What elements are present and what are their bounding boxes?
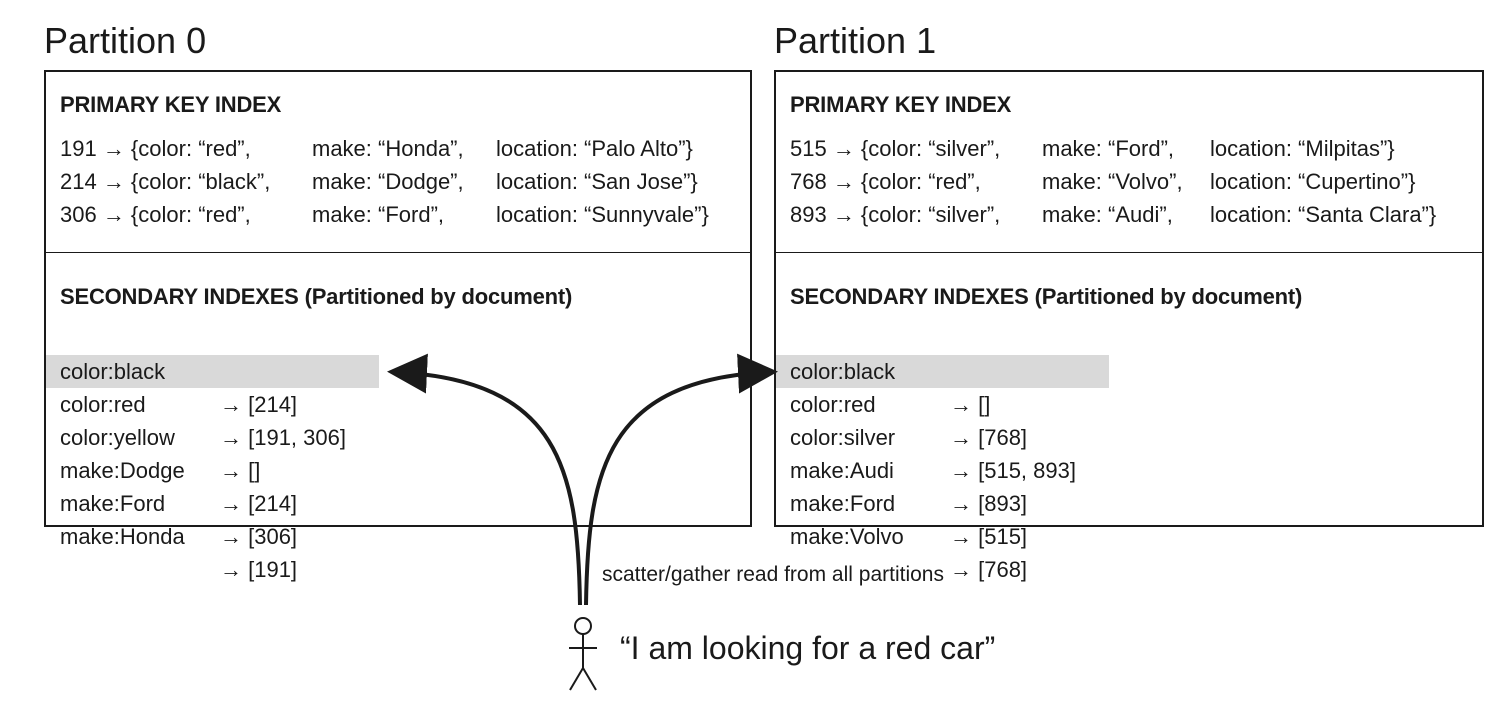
primary-row: 214 → {color: “black”, make: “Dodge”, lo…	[60, 165, 698, 198]
secondary-row-highlighted: color:red → [191, 306]	[60, 355, 346, 450]
secondary-row-value: → [515]	[950, 524, 1028, 549]
arrow-to-partition-0	[387, 353, 582, 606]
secondary-row-value: → [893]	[950, 491, 1028, 516]
secondary-row-key: make:Volvo	[790, 524, 904, 549]
user-stick-figure-icon	[569, 617, 597, 691]
secondary-row: make:Ford → [306]	[60, 454, 297, 549]
secondary-row-key: color:silver	[790, 425, 896, 450]
secondary-row: color:black → [214]	[60, 322, 297, 417]
primary-row: 768 → {color: “red”, make: “Volvo”, loca…	[790, 165, 1415, 198]
primary-row-make: make: “Honda”,	[312, 136, 464, 161]
primary-row-location: location: “San Jose”}	[496, 169, 698, 194]
secondary-row-value: → [191, 306]	[220, 425, 346, 450]
secondary-indexes-heading: SECONDARY INDEXES (Partitioned by docume…	[60, 284, 573, 309]
secondary-row: make:Volvo → [768]	[790, 487, 1027, 582]
secondary-row-key: make:Dodge	[60, 458, 185, 483]
secondary-row: make:Audi → [893]	[790, 421, 1027, 516]
secondary-row: color:silver → [515, 893]	[790, 388, 1076, 483]
secondary-row-key: color:red	[790, 392, 876, 417]
secondary-row-key: color:black	[790, 359, 896, 384]
secondary-row-key: make:Audi	[790, 458, 894, 483]
partition-1-box: PRIMARY KEY INDEX 515 → {color: “silver”…	[774, 70, 1484, 582]
primary-key-index-heading: PRIMARY KEY INDEX	[790, 92, 1012, 117]
primary-row: 515 → {color: “silver”, make: “Ford”, lo…	[790, 132, 1395, 165]
primary-row-id: 768 → {color: “red”,	[790, 169, 981, 194]
secondary-row-value: → [214]	[220, 392, 298, 417]
secondary-row-key: color:black	[60, 359, 166, 384]
highlight-row-background	[46, 355, 379, 388]
secondary-row-value: → [768]	[950, 557, 1028, 582]
secondary-row-value: → []	[220, 458, 261, 483]
secondary-row-value: → [306]	[220, 524, 298, 549]
primary-row-location: location: “Sunnyvale”}	[496, 202, 709, 227]
secondary-row: color:yellow → []	[60, 388, 260, 483]
primary-row-make: make: “Ford”,	[1042, 136, 1175, 161]
secondary-indexes-heading: SECONDARY INDEXES (Partitioned by docume…	[790, 284, 1303, 309]
primary-row-make: make: “Dodge”,	[312, 169, 464, 194]
primary-row: 306 → {color: “red”, make: “Ford”, locat…	[60, 198, 709, 231]
secondary-row-key: make:Ford	[60, 491, 166, 516]
section-divider	[776, 252, 1482, 253]
scatter-gather-caption: scatter/gather read from all partitions	[602, 563, 944, 586]
partition-1-title: Partition 1	[774, 20, 937, 61]
primary-row-location: location: “Santa Clara”}	[1210, 202, 1437, 227]
secondary-row-value: → [768]	[950, 425, 1028, 450]
secondary-row-key: make:Honda	[60, 524, 185, 549]
primary-row-make: make: “Audi”,	[1042, 202, 1173, 227]
highlight-row-background	[776, 355, 1109, 388]
secondary-row-key: color:yellow	[60, 425, 175, 450]
secondary-row: make:Dodge → [214]	[60, 421, 297, 516]
primary-key-index-heading: PRIMARY KEY INDEX	[60, 92, 282, 117]
secondary-row-value: → []	[950, 392, 991, 417]
secondary-row-highlighted: color:red → [768]	[790, 355, 1027, 450]
section-divider	[46, 252, 750, 253]
primary-row-id: 515 → {color: “silver”,	[790, 136, 1001, 161]
secondary-row: make:Honda → [191]	[60, 487, 297, 582]
secondary-row-value: → [214]	[220, 491, 298, 516]
primary-row: 191 → {color: “red”, make: “Honda”, loca…	[60, 132, 693, 165]
secondary-row-value: → [515, 893]	[950, 458, 1076, 483]
primary-row-id: 214 → {color: “black”,	[60, 169, 271, 194]
primary-row-location: location: “Cupertino”}	[1210, 169, 1416, 194]
primary-row-make: make: “Volvo”,	[1042, 169, 1183, 194]
primary-row-location: location: “Milpitas”}	[1210, 136, 1395, 161]
primary-row-make: make: “Ford”,	[312, 202, 445, 227]
user-query-quote: “I am looking for a red car”	[620, 630, 996, 666]
partition-0-box: PRIMARY KEY INDEX 191 → {color: “red”, m…	[44, 70, 752, 582]
primary-row: 893 → {color: “silver”, make: “Audi”, lo…	[790, 198, 1436, 231]
secondary-row: color:black → []	[790, 322, 990, 417]
primary-row-id: 191 → {color: “red”,	[60, 136, 251, 161]
primary-row-location: location: “Palo Alto”}	[496, 136, 693, 161]
secondary-row-key: make:Ford	[790, 491, 896, 516]
arrow-to-partition-1	[584, 353, 778, 606]
secondary-row-key: color:red	[60, 392, 146, 417]
primary-row-id: 893 → {color: “silver”,	[790, 202, 1001, 227]
secondary-row: make:Ford → [515]	[790, 454, 1027, 549]
partition-0-title: Partition 0	[44, 20, 207, 61]
primary-row-id: 306 → {color: “red”,	[60, 202, 251, 227]
secondary-row-value: → [191]	[220, 557, 298, 582]
